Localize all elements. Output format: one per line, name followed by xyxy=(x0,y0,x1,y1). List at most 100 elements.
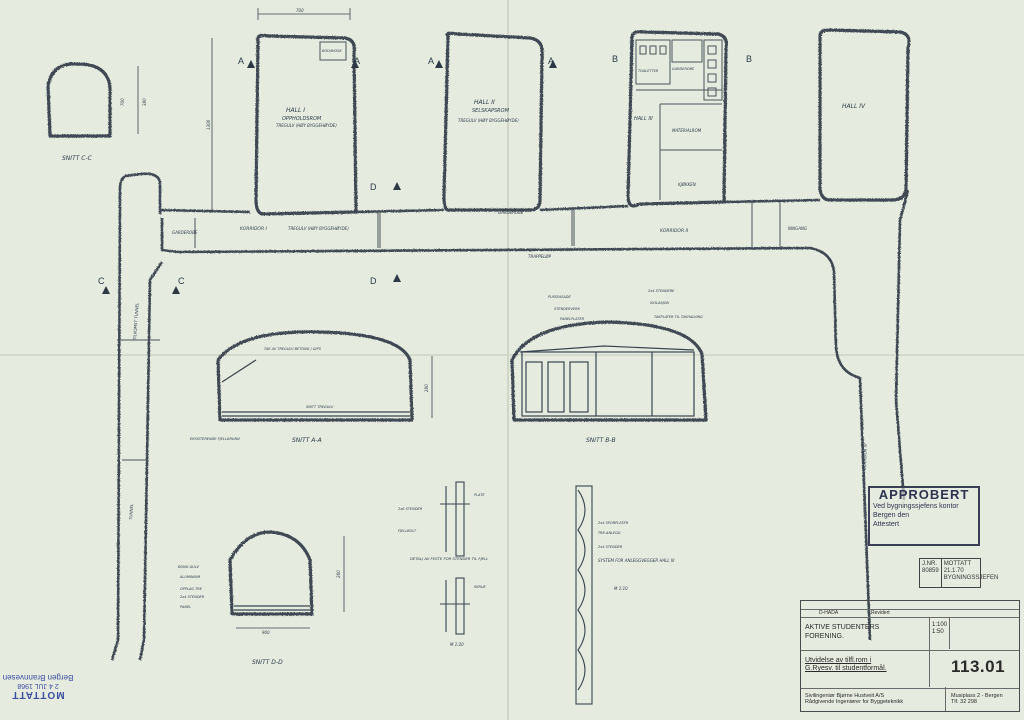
received-date: 2 4 JUL 1968 xyxy=(17,682,59,689)
label-hall-2-sub: SELSKAPSROM xyxy=(472,108,510,114)
label-garderobe-room: GARDEROBE xyxy=(672,67,695,71)
section-bb-cabin xyxy=(519,345,695,417)
reg-number: 80859 xyxy=(922,568,939,574)
tb-project-line-1: AKTIVE STUDENTERS xyxy=(805,624,880,631)
label-tunnel: TILKOMST TUNNEL xyxy=(132,302,140,340)
label-korridor-2: KORRIDOR II xyxy=(660,228,689,234)
title-block: D-HADA Revidert AKTIVE STUDENTERS FORENI… xyxy=(800,600,1020,712)
dim-hall1-width: 700 xyxy=(296,8,304,13)
section-dd-outline xyxy=(228,530,314,616)
label-bod: BOD/KIOSK xyxy=(322,49,342,53)
hall-3-outline xyxy=(626,30,728,208)
tb-scale-2: 1:50 xyxy=(932,629,944,635)
tb-description-line-2: G.Ryesv. til studentformål. xyxy=(805,665,887,672)
section-bb-outline xyxy=(510,320,708,422)
tb-header-mid: Revidert xyxy=(871,610,890,616)
note-bb-6: TAKPLATER TIL TAKHALVING xyxy=(654,315,703,319)
tb-scale-1: 1:100 xyxy=(932,622,948,628)
label-hall-1-sub: OPPHOLDSROM xyxy=(282,116,322,122)
dim-aa-height: 280 xyxy=(424,384,429,392)
label-hall-2: HALL II xyxy=(474,99,495,106)
tb-address-line: Musiplass 2 - Bergen xyxy=(951,693,1003,699)
note-det-1: 2x6 STENDER xyxy=(398,507,423,511)
label-toaletter: TOALETTER xyxy=(638,69,659,73)
title-section-dd: SNITT D-D xyxy=(252,659,283,666)
section-markers xyxy=(102,60,557,294)
note-sys-3: 2x4 STENDER xyxy=(598,545,623,549)
note-sys-2: TRE-ANLEGG xyxy=(598,531,621,535)
detail-wall-system xyxy=(575,485,593,705)
label-garderobe-strip: GARDEROBE xyxy=(172,230,198,235)
label-hall-1: HALL I xyxy=(286,107,305,114)
stamp-title: APPROBERT xyxy=(878,487,970,502)
approval-stamp: APPROBERT Ved bygningssjefens kontor Ber… xyxy=(868,486,980,546)
tb-header-left: D-HADA xyxy=(819,610,839,616)
received-title: MOTTATT xyxy=(11,689,65,700)
note-det-4: SKRUE xyxy=(474,585,487,589)
note-dd-3: OPPLAG TRE xyxy=(180,587,203,591)
label-hall-2-note: TREGULV (HØY BYGGEHØYDE) xyxy=(458,118,519,123)
title-section-cc: SNITT C-C xyxy=(62,155,93,162)
note-det-2: FJELLBOLT xyxy=(398,529,417,533)
title-system-scale: M 1:10 xyxy=(614,586,628,591)
section-mark-b1: B xyxy=(612,54,618,64)
tb-firm-name: Sivilingeniør Bjørne Hustveit A/S xyxy=(805,693,885,699)
corridor-main-upper-inner xyxy=(160,218,872,641)
note-bb-2: STENDERVERK xyxy=(554,307,581,311)
note-bb-5: ISOLASJON xyxy=(650,301,669,305)
label-materialrom: MATERIALROM xyxy=(672,128,702,133)
hall-3-interior xyxy=(635,39,723,200)
note-bb-3: PANELPLATER xyxy=(560,317,585,321)
title-section-bb: SNITT B-B xyxy=(586,437,616,444)
section-cc-outline xyxy=(46,62,112,138)
note-dd-4: 2x4 STENDER xyxy=(180,595,205,599)
label-hall-3: HALL III xyxy=(634,116,653,122)
title-section-aa: SNITT A-A xyxy=(292,437,322,444)
tb-project: AKTIVE STUDENTERS FORENING. xyxy=(805,623,879,641)
corridor-main-upper xyxy=(110,172,251,661)
label-korridor-1: KORRIDOR I xyxy=(240,226,268,232)
note-det-3: PLATE xyxy=(474,493,485,497)
stamp-line-3: Attestert xyxy=(873,521,900,528)
hall-2-outline xyxy=(442,31,544,212)
section-mark-b2: B xyxy=(746,54,752,64)
detail-fixing-drawing xyxy=(440,481,470,635)
tb-drawing-number: 113.01 xyxy=(951,657,1006,676)
hall-4-outline xyxy=(818,28,911,202)
tb-address: Musiplass 2 - Bergen Tlf. 32 298 xyxy=(951,693,1003,705)
section-mark-c1: C xyxy=(98,276,105,286)
reg-received-date: 21.1.70 xyxy=(943,568,964,574)
label-tunnel-lower: TUNNEL xyxy=(128,504,134,520)
registration-stamp: J.NR. 80859 MOTTATT 21.1.70 BYGNINGSSJEF… xyxy=(919,558,998,588)
label-trappelop: TRAPPELØP xyxy=(528,254,552,259)
title-detail: DETALJ AV FESTE FOR STENDER TIL FJELL xyxy=(410,556,488,561)
tb-project-line-2: FORENING. xyxy=(805,633,844,640)
stamp-line-2: Bergen den xyxy=(873,512,910,519)
tb-description-line-1: Utvidelse av tilfl.rom i xyxy=(805,657,872,664)
note-dd-5: PANEL xyxy=(180,605,191,609)
section-mark-a2: A xyxy=(354,56,360,66)
tb-firm-sub: Rådgivende Ingeniører for Byggeteknikk xyxy=(805,699,904,705)
reg-received-label: MOTTATT xyxy=(943,561,972,567)
note-dd-1: BONG GULV xyxy=(178,565,200,569)
received-stamp: MOTTATT 2 4 JUL 1968 Bergen Brannvesen xyxy=(2,664,74,700)
section-mark-a4: A xyxy=(548,56,554,66)
note-aa-1: TAK AV TREGULV BETONG / GIPS xyxy=(264,347,322,351)
label-garderobe-door: GARDEROBE xyxy=(498,210,524,215)
title-detail-scale: M 1:20 xyxy=(450,642,464,647)
received-place: Bergen Brannvesen xyxy=(2,673,74,682)
reg-received-office: BYGNINGSSJEFEN xyxy=(943,575,999,581)
tunnel-long-left xyxy=(138,261,164,661)
tb-description: Utvidelse av tilfl.rom i G.Ryesv. til st… xyxy=(805,657,887,673)
corridor-top xyxy=(355,198,821,214)
dim-dd-width: 900 xyxy=(262,630,270,635)
note-aa-3: EKSISTERENDE FJELLGRUNN xyxy=(190,437,240,441)
label-korridor-4: KORRIDOR IV xyxy=(862,443,868,470)
tb-firm: Sivilingeniør Bjørne Hustveit A/S Rådgiv… xyxy=(805,693,903,705)
dim-hall1-length: 1300 xyxy=(206,119,211,130)
label-hall-1-note: TREGULV (HØY BYGGEHØYDE) xyxy=(276,123,337,128)
note-aa-2: SNITT TREGULV xyxy=(306,405,334,409)
tunnel-right-side xyxy=(894,189,910,501)
